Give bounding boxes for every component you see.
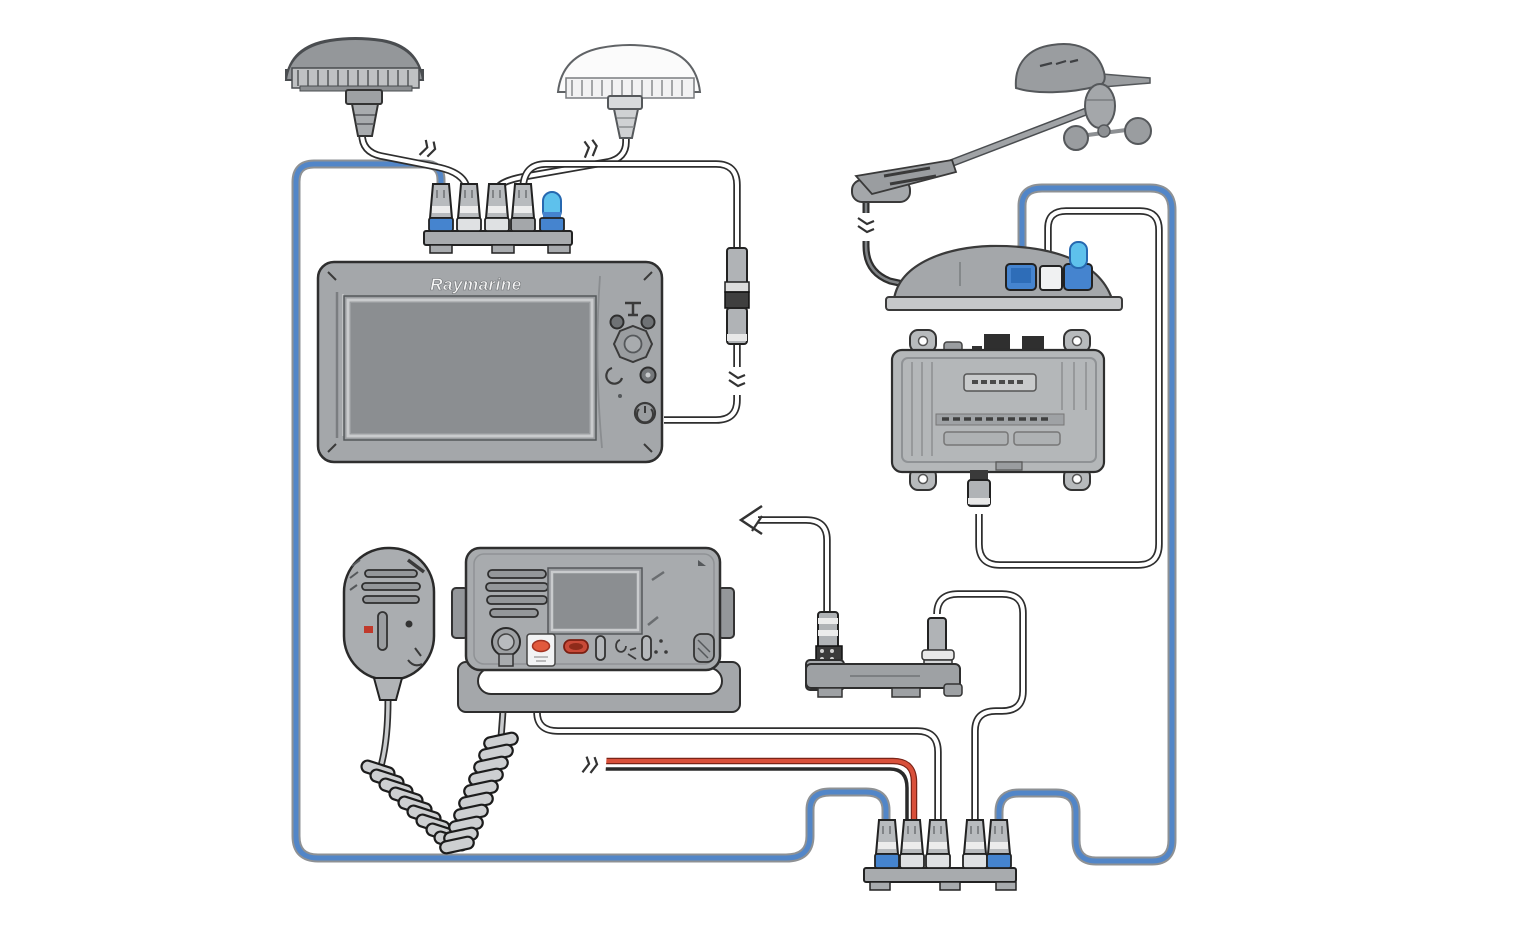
- connector-plug: [429, 183, 453, 219]
- vane-body: [1084, 83, 1116, 129]
- cable-break-icon: [855, 211, 877, 243]
- cable-mfd-drop: [519, 160, 741, 424]
- connector-plug: [963, 819, 987, 855]
- call-button: [563, 639, 589, 654]
- cable-wind: [862, 196, 909, 289]
- cable-gps1-drop: [358, 122, 471, 191]
- black-box-module: [890, 329, 1106, 507]
- backbone-terminator: [539, 191, 565, 232]
- top-connector-black: [1022, 336, 1044, 352]
- mic-socket: [491, 627, 521, 667]
- distress-button: [526, 633, 556, 667]
- bracket-slot: [477, 667, 723, 695]
- vane-tail: [1101, 73, 1151, 88]
- handset-mic: [342, 546, 436, 701]
- connector-plug: [875, 819, 899, 855]
- mfd-button: [640, 314, 656, 330]
- connector-plug: [900, 819, 924, 855]
- drop-nut: [510, 217, 536, 232]
- cable-break-icon: [575, 135, 609, 161]
- wind-transducer: [851, 43, 1152, 203]
- cable-module-link: [975, 207, 1163, 569]
- connector-plug: [987, 819, 1011, 855]
- speaker-grille: [485, 569, 549, 618]
- connector-plug: [511, 183, 535, 219]
- inline-joiner: [724, 247, 750, 345]
- drop-nut: [899, 853, 925, 869]
- mfd-chartplotter: Raymarine: [316, 260, 664, 464]
- pod-base: [885, 296, 1123, 311]
- cable-break-icon: [726, 365, 748, 397]
- backbone-terminator: [1069, 241, 1088, 269]
- pod-port-drop: [1039, 265, 1063, 291]
- backbone-nut: [428, 217, 454, 232]
- module-case: [890, 348, 1106, 474]
- waypoint-icon: [625, 301, 641, 317]
- cable-power: [604, 757, 918, 822]
- mast-bracket: [854, 158, 958, 196]
- backbone-block-top: [423, 183, 573, 254]
- antenna-stem-collar: [607, 95, 643, 110]
- cable-break-icon: [576, 753, 608, 777]
- top-connector-black: [984, 334, 1010, 352]
- gps-antenna-primary: [284, 37, 425, 137]
- cable-adapter-left: [758, 516, 831, 612]
- symbol-layer: [413, 135, 877, 777]
- wind-pod: [885, 241, 1123, 311]
- continuation-arrow-icon: [738, 504, 763, 536]
- mic-grille: [361, 569, 421, 604]
- antenna-stem: [350, 103, 380, 137]
- wind-cup: [1124, 117, 1152, 145]
- antenna-stem: [612, 108, 640, 139]
- backbone-nut: [986, 853, 1012, 869]
- adapter-right-connector: [927, 617, 947, 653]
- elbow-adapter: [805, 611, 963, 698]
- antenna-rib-band: [291, 67, 420, 89]
- connector-plug: [485, 183, 509, 219]
- mic-red-indicator: [364, 626, 373, 633]
- mfd-brand-logo: Raymarine: [430, 275, 521, 294]
- radio-logo-mark: [698, 560, 706, 566]
- radio-key: [595, 635, 606, 661]
- mfd-button: [609, 314, 625, 330]
- block-base: [423, 230, 573, 246]
- gps-antenna-secondary: [556, 44, 702, 139]
- module-bottom-port: [970, 470, 988, 480]
- connector-plug: [457, 183, 481, 219]
- drop-nut: [456, 217, 482, 232]
- cable-break-icon: [413, 136, 447, 162]
- drop-nut: [484, 217, 510, 232]
- ptt-button: [377, 611, 388, 651]
- channel-knob: [693, 633, 715, 663]
- radio-screen: [550, 570, 640, 632]
- cable-backbone-right: [994, 183, 1177, 866]
- cable-layer: [291, 122, 1177, 866]
- power-button: [633, 401, 657, 425]
- drop-nut: [925, 853, 951, 869]
- cable-gps2-drop: [493, 130, 630, 192]
- drop-nut: [962, 853, 988, 869]
- wind-cup: [1063, 125, 1089, 151]
- vhf-radio: [451, 546, 741, 713]
- connector-plug: [926, 819, 950, 855]
- radio-key: [641, 635, 652, 661]
- mfd-screen: [351, 303, 589, 433]
- vane-blade: [1014, 43, 1106, 94]
- coiled-cord-radio: [439, 731, 519, 855]
- cable-adapter-right: [933, 590, 1027, 822]
- block-base: [863, 867, 1017, 883]
- cable-vhf-drop: [533, 668, 942, 822]
- vane-print: [1039, 58, 1079, 68]
- volume-icon: [615, 639, 637, 660]
- backbone-nut: [874, 853, 900, 869]
- antenna-stem-collar: [345, 89, 383, 105]
- backbone-block-bottom: [863, 819, 1017, 891]
- mfd-button-back: [605, 366, 624, 385]
- mic-stem: [372, 677, 404, 701]
